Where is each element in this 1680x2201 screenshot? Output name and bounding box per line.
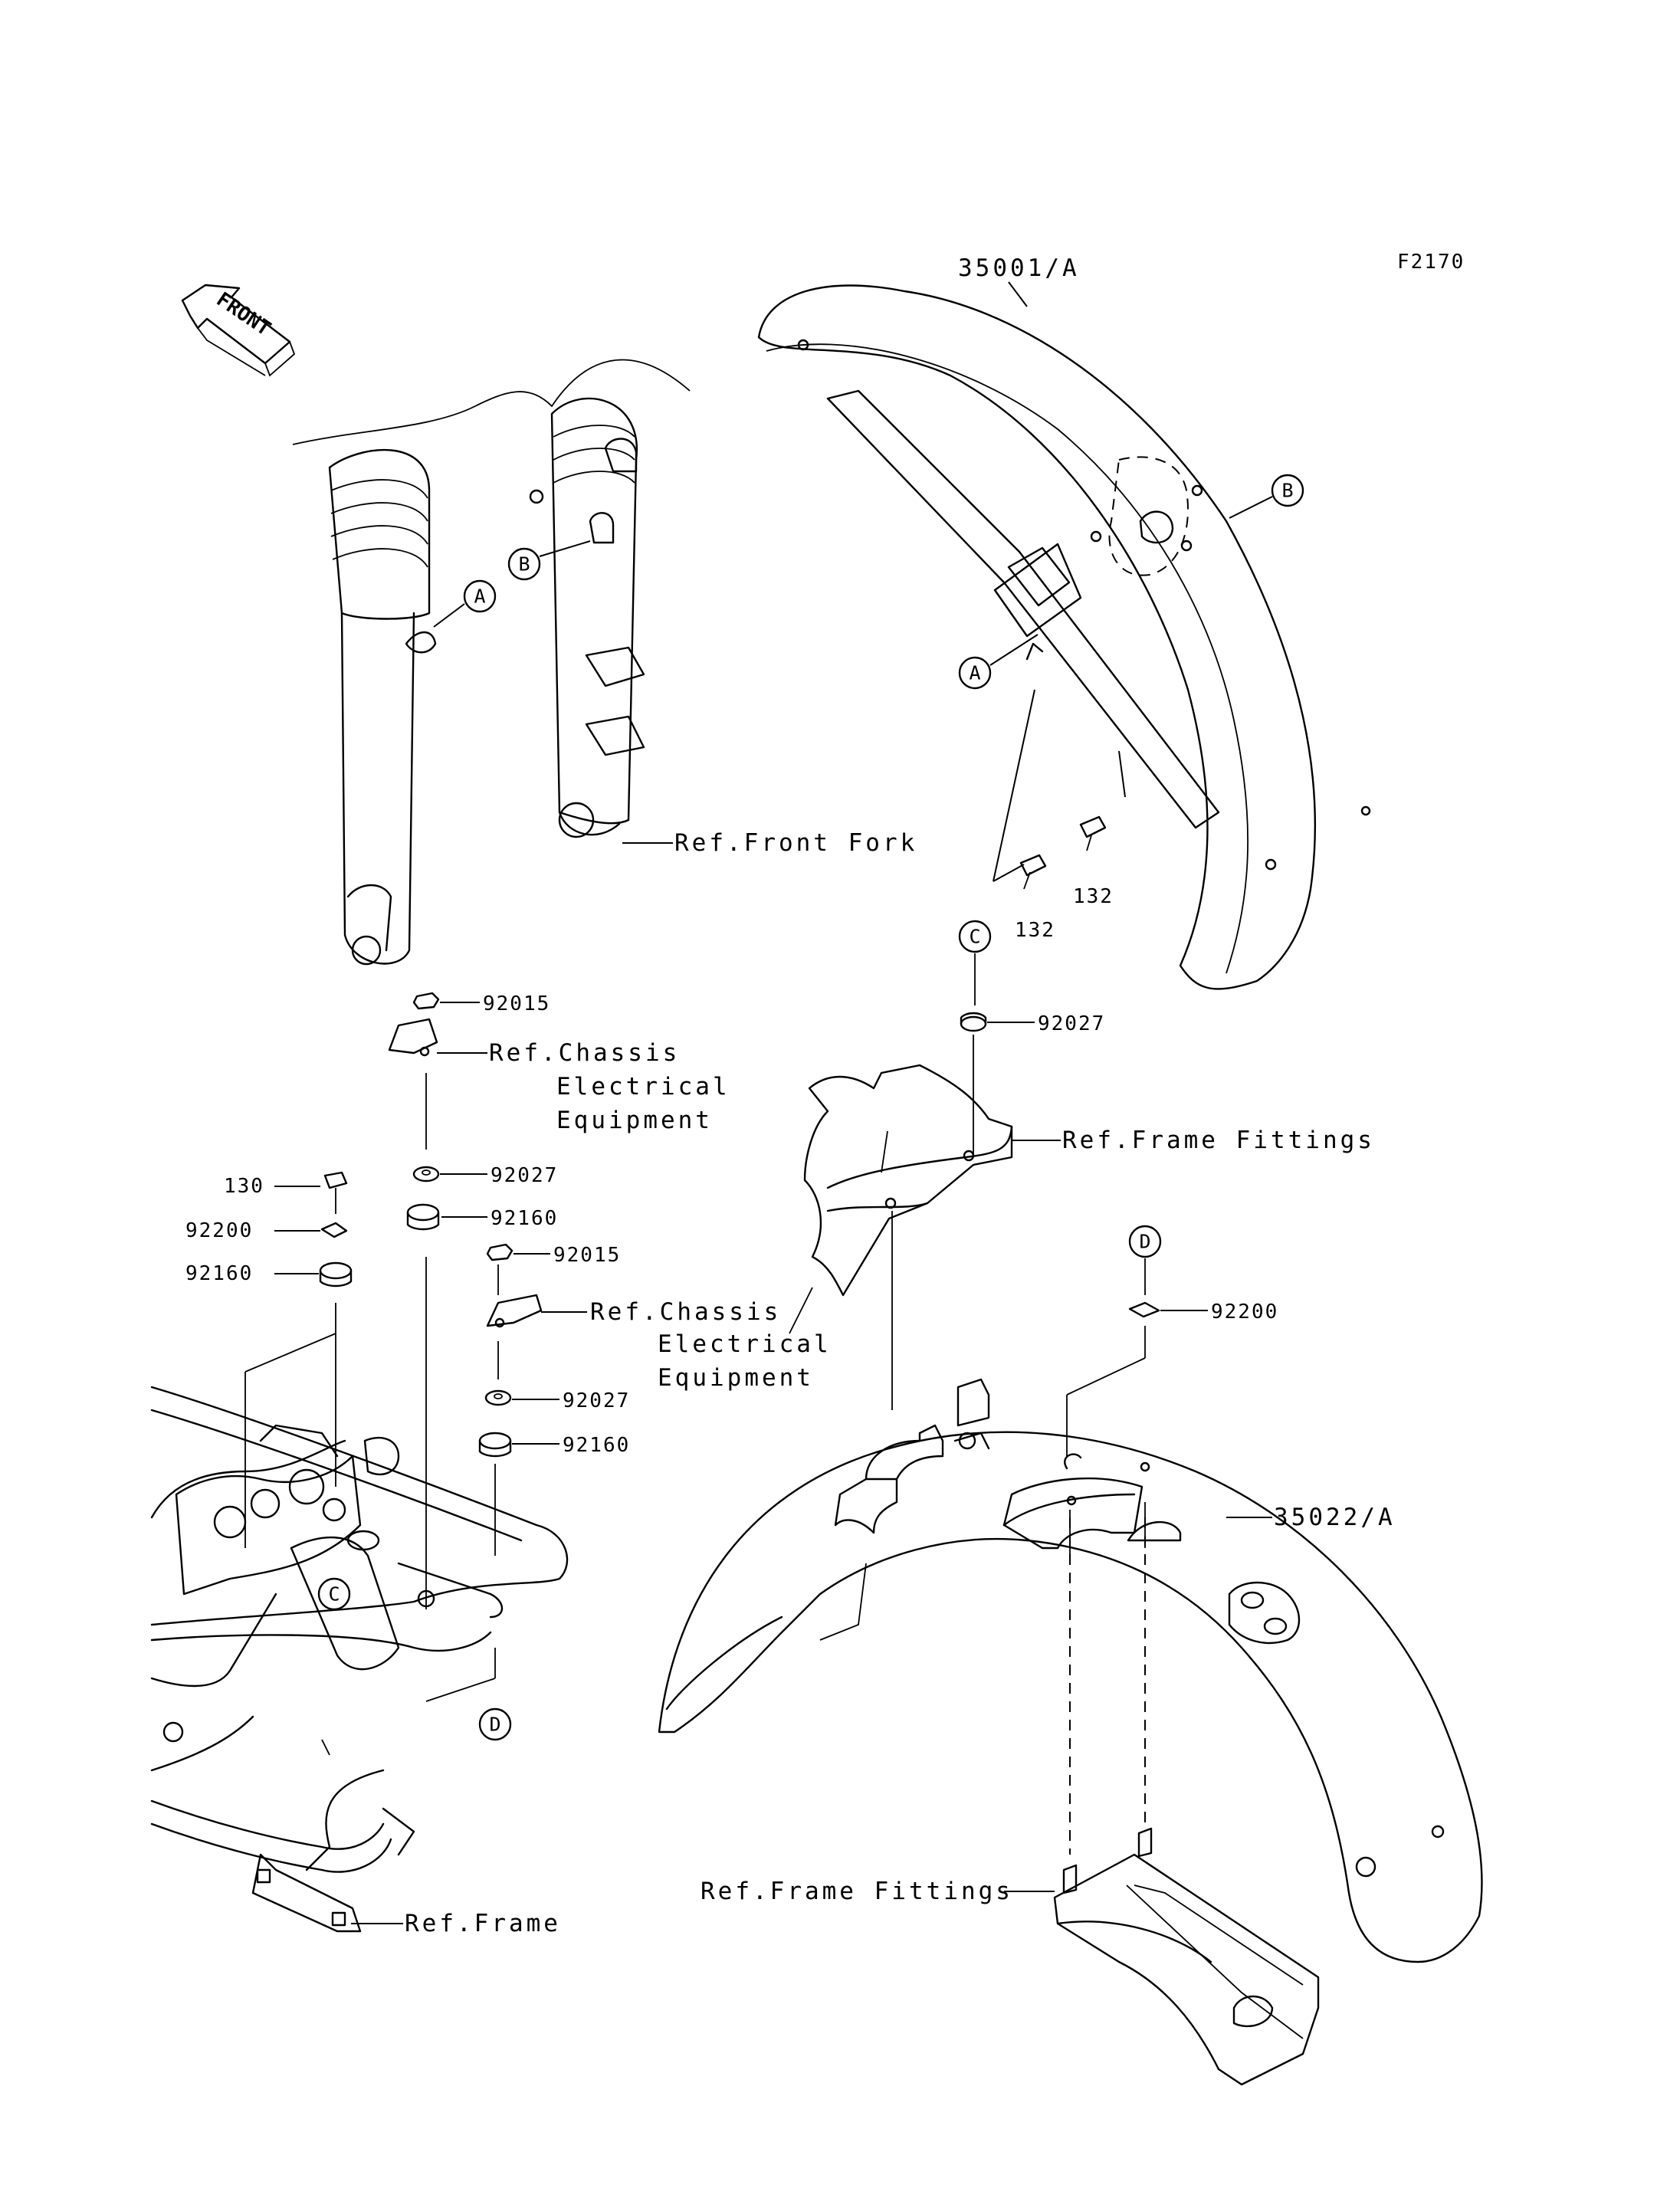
part-nut-92015-b: 92015: [553, 1244, 621, 1267]
collar-92027-c-icon: [960, 1012, 987, 1032]
rear-fender-drawing: [658, 1378, 1483, 1963]
washer-92200-b-icon: [1128, 1301, 1160, 1318]
bolt-130-icon: [323, 1171, 348, 1214]
callout-d-fender: D: [1139, 1231, 1150, 1253]
damper-92160-b-icon: [319, 1261, 353, 1287]
callout-b-fork: B: [518, 553, 530, 576]
figure-code: F2170: [1397, 251, 1465, 274]
part-collar-92027-a: 92027: [491, 1164, 558, 1187]
ref-chassis-electrical-b-2: Electrical: [658, 1330, 832, 1358]
part-collar-92027-c: 92027: [1038, 1012, 1105, 1035]
ref-front-fork: Ref.Front Fork: [674, 829, 917, 857]
damper-92160-a-icon: [406, 1203, 440, 1231]
chassis-bracket-a-icon: [388, 1018, 438, 1057]
part-washer-92200-a: 92200: [185, 1219, 253, 1242]
ref-chassis-electrical-a-1: Ref.Chassis: [489, 1039, 680, 1067]
callout-b-fender: B: [1281, 480, 1293, 502]
part-bolt-132-a: 132: [1015, 919, 1055, 942]
chassis-bracket-b-icon: [486, 1294, 543, 1328]
part-washer-92200-b: 92200: [1211, 1301, 1278, 1324]
front-direction-arrow-icon: FRONT: [181, 284, 296, 377]
ref-frame-fittings-lower: Ref.Frame Fittings: [701, 1878, 1013, 1905]
front-fender-drawing: [757, 284, 1371, 990]
callout-a-fork: A: [474, 586, 485, 608]
bolt-132-b-icon: [1079, 815, 1107, 851]
front-fork-drawing: [292, 359, 691, 966]
callout-a-fender: A: [969, 662, 980, 684]
bolt-132-a-icon: [1019, 854, 1047, 890]
part-damper-92160-a: 92160: [491, 1207, 558, 1230]
part-bolt-130: 130: [224, 1175, 264, 1198]
callout-c-frame: C: [328, 1583, 340, 1606]
frame-fitting-bracket-lower-drawing: [1053, 1827, 1320, 2086]
frame-fitting-bracket-upper-drawing: [803, 1064, 1013, 1297]
ref-chassis-electrical-a-2: Electrical: [556, 1073, 730, 1100]
collar-92027-b-icon: [484, 1389, 512, 1406]
damper-92160-c-icon: [478, 1432, 512, 1458]
part-damper-92160-c: 92160: [563, 1434, 630, 1457]
collar-92027-a-icon: [412, 1166, 440, 1183]
washer-92200-a-icon: [320, 1222, 348, 1238]
nut-92015-a-icon: [412, 992, 440, 1010]
frame-drawing: [150, 1386, 569, 1933]
ref-frame: Ref.Frame: [405, 1910, 561, 1937]
part-rear-fender: 35022/A: [1274, 1504, 1396, 1531]
part-nut-92015-a: 92015: [483, 992, 550, 1015]
ref-frame-fittings-upper: Ref.Frame Fittings: [1062, 1127, 1375, 1154]
part-bolt-132-b: 132: [1073, 885, 1114, 908]
callout-c-fender: C: [969, 926, 980, 948]
nut-92015-b-icon: [486, 1243, 514, 1261]
part-damper-92160-b: 92160: [185, 1262, 253, 1285]
ref-chassis-electrical-b-3: Equipment: [658, 1364, 814, 1392]
ref-chassis-electrical-a-3: Equipment: [556, 1107, 713, 1134]
front-direction-label: FRONT: [212, 288, 275, 341]
part-front-fender: 35001/A: [958, 254, 1080, 282]
callout-d-frame: D: [489, 1714, 500, 1736]
ref-chassis-electrical-b-1: Ref.Chassis: [590, 1298, 781, 1326]
part-collar-92027-b: 92027: [563, 1389, 630, 1412]
